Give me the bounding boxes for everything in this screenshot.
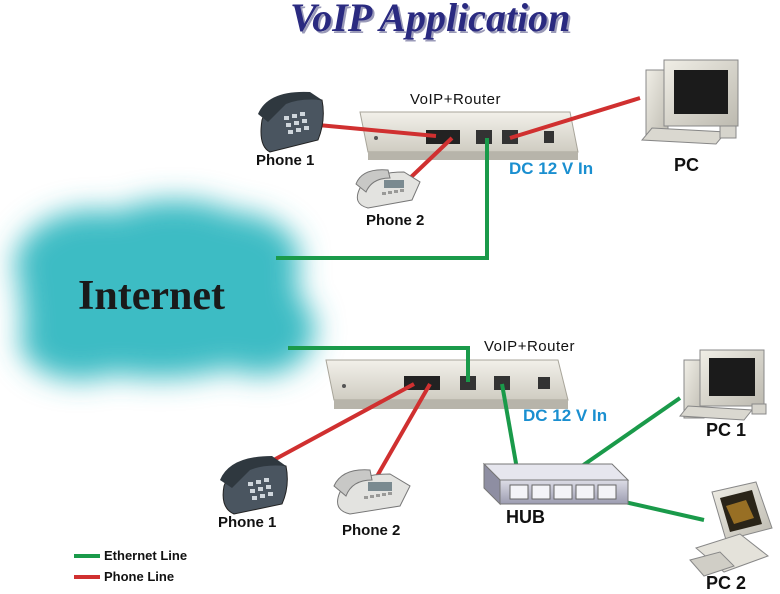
hub-icon xyxy=(482,462,630,506)
top-router-power-port xyxy=(544,131,554,143)
internet-cloud xyxy=(15,200,315,380)
top-router-wan-port xyxy=(476,130,492,144)
legend-phone-label: Phone Line xyxy=(104,569,175,584)
bottom-router-wan-port xyxy=(460,376,476,390)
diagram-title: VoIP Application xyxy=(290,0,571,40)
bottom-pc1-icon xyxy=(679,349,767,421)
top-pc-icon xyxy=(640,59,739,145)
bottom-router-power-port xyxy=(538,377,550,389)
legend-ethernet-label: Ethernet Line xyxy=(104,548,188,563)
top-router-label: VoIP+Router xyxy=(410,91,501,108)
bottom-phone1-label: Phone 1 xyxy=(218,514,277,531)
top-phone1-line xyxy=(317,123,437,138)
top-pc-line xyxy=(509,96,641,140)
bottom-internet-line xyxy=(288,346,470,382)
bottom-router-lan-port xyxy=(494,376,510,390)
bottom-router xyxy=(325,359,569,409)
bottom-phone1-line xyxy=(269,382,415,464)
bottom-phone2-line xyxy=(374,383,432,479)
top-phone2-label: Phone 2 xyxy=(366,212,425,229)
bottom-pc2-icon xyxy=(689,481,773,577)
top-phone1-label: Phone 1 xyxy=(256,152,315,169)
bottom-phone1-icon xyxy=(220,456,288,515)
hub-label: HUB xyxy=(506,507,545,527)
bottom-router-label: VoIP+Router xyxy=(484,338,575,355)
top-phone2-line xyxy=(406,136,454,182)
top-power-label: DC 12 V In xyxy=(509,159,594,178)
top-pc-label: PC xyxy=(674,155,700,175)
internet-label: Internet xyxy=(78,273,225,319)
top-internet-line xyxy=(276,138,489,260)
top-phone1-icon xyxy=(258,91,324,153)
bottom-phone2-label: Phone 2 xyxy=(342,522,401,539)
top-router xyxy=(359,111,579,160)
bottom-pc1-label: PC 1 xyxy=(706,420,747,440)
top-phone2-icon xyxy=(355,169,421,209)
bottom-power-label: DC 12 V In xyxy=(523,406,608,425)
bottom-phone2-icon xyxy=(333,469,411,515)
bottom-pc2-label: PC 2 xyxy=(706,573,747,593)
